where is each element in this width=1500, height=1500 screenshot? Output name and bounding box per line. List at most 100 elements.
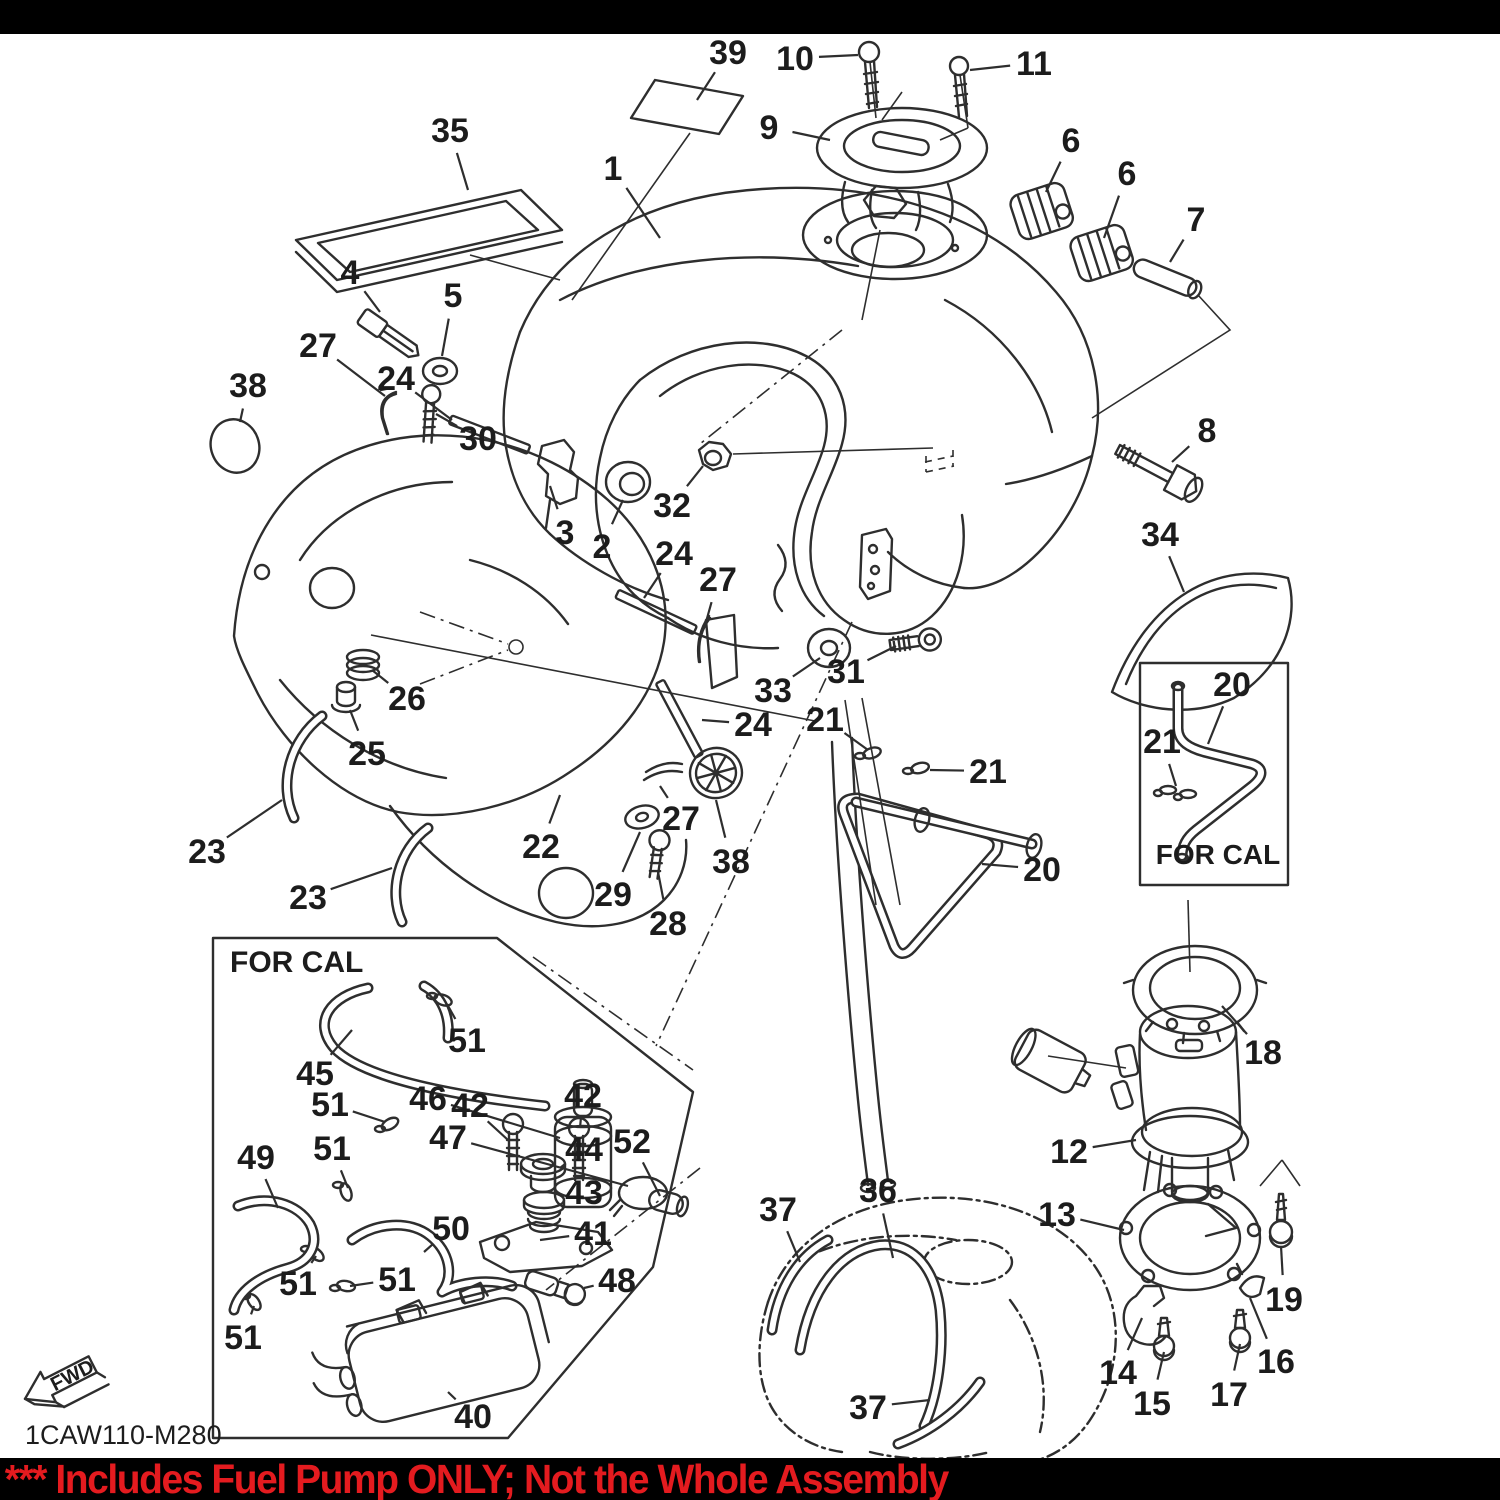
leader-line-16 [1248, 1297, 1268, 1340]
leader-line-37 [786, 1230, 802, 1263]
leader-line-24 [414, 391, 453, 421]
leader-line-27 [336, 358, 386, 397]
callout-50: 50 [432, 1210, 470, 1248]
callout-3: 3 [556, 514, 575, 552]
leader-line-51 [310, 1255, 317, 1264]
banner-text: *** Includes Fuel Pump ONLY; Not the Who… [4, 1458, 949, 1500]
leader-line-1 [625, 187, 661, 239]
callout-52: 52 [613, 1123, 651, 1161]
washer-29 [624, 804, 660, 830]
leader-line-23 [226, 799, 283, 839]
clip-21a [853, 746, 882, 761]
leader-line-45 [329, 1029, 353, 1056]
callout-41: 41 [574, 1215, 612, 1253]
leader-line-51 [446, 1003, 457, 1020]
leader-line-3 [548, 485, 559, 510]
leader-line-7 [1169, 238, 1185, 263]
tank-stay [830, 697, 1043, 1194]
pin-52 [648, 1188, 690, 1218]
callout-42: 42 [564, 1077, 602, 1115]
caution-sticker [629, 78, 745, 136]
callout-47: 47 [429, 1119, 467, 1157]
screw-30 [421, 383, 442, 444]
callout-27: 27 [662, 800, 700, 838]
leader-line-12 [1092, 1138, 1137, 1149]
washer-33 [806, 627, 852, 669]
leader-line-2 [610, 499, 625, 525]
callout-27: 27 [699, 561, 737, 599]
leader-line-11 [969, 64, 1011, 72]
leader-line-15 [1156, 1351, 1166, 1380]
collar-pin-7 [1132, 258, 1203, 300]
leader-line-5 [440, 318, 450, 357]
leader-line-8 [1171, 445, 1191, 463]
leader-line-30 [435, 413, 458, 428]
leader-line-49 [264, 1178, 280, 1209]
screw-31 [888, 627, 943, 653]
callout-38: 38 [229, 367, 267, 405]
leader-line-26 [371, 669, 389, 684]
leader-line-38 [714, 799, 727, 838]
leader-line-47 [470, 1142, 629, 1188]
hook-clip-27a [379, 386, 398, 436]
leader-line-13 [1080, 1218, 1125, 1232]
callout-26: 26 [388, 680, 426, 718]
callout-21: 21 [806, 701, 844, 739]
leader-line-38 [238, 408, 245, 423]
callout-42: 42 [451, 1087, 489, 1125]
pump-canister [1010, 1027, 1092, 1094]
leader-line-41 [539, 1235, 570, 1242]
callout-19: 19 [1265, 1281, 1303, 1319]
callout-28: 28 [649, 905, 687, 943]
callout-37: 37 [849, 1389, 887, 1427]
nut-32 [697, 440, 934, 472]
cap-screw-11 [948, 55, 970, 119]
leader-line-10 [818, 53, 859, 58]
clip-51c [331, 1180, 353, 1202]
callout-22: 22 [522, 828, 560, 866]
leader-line-36 [882, 1213, 895, 1259]
callout-12: 12 [1050, 1133, 1088, 1171]
grommet-43 [522, 1190, 566, 1234]
callout-24: 24 [734, 706, 772, 744]
callout-33: 33 [754, 672, 792, 710]
callout-18: 18 [1244, 1034, 1282, 1072]
spoked-grommet-38b [688, 746, 744, 800]
callout-11: 11 [1016, 45, 1052, 83]
callout-43: 43 [565, 1174, 603, 1212]
fuel-tank [502, 186, 1100, 690]
callout-29: 29 [594, 876, 632, 914]
callout-51: 51 [279, 1265, 317, 1303]
leader-line-20 [981, 862, 1019, 869]
callout-51: 51 [313, 1130, 351, 1168]
callout-24: 24 [377, 360, 415, 398]
callout-44: 44 [565, 1131, 603, 1169]
callout-14: 14 [1099, 1354, 1137, 1392]
callout-37: 37 [759, 1191, 797, 1229]
leader-line-27 [704, 601, 713, 623]
callout-2: 2 [593, 528, 612, 566]
rubber-damper-1 [1009, 181, 1075, 241]
leader-line-22 [548, 794, 562, 824]
grommet-2 [604, 460, 652, 504]
leader-line-42 [578, 1118, 582, 1129]
leader-line-51 [339, 1169, 350, 1189]
ghost-tank [758, 1196, 1117, 1466]
callout-4: 4 [341, 254, 360, 292]
leader-line-21 [843, 732, 869, 751]
rubber-damper-2 [1069, 223, 1135, 283]
callout-25: 25 [348, 735, 386, 773]
callout-7: 7 [1187, 201, 1206, 239]
clip-21b [901, 761, 931, 776]
callout-40: 40 [454, 1398, 492, 1436]
callout-51: 51 [378, 1261, 416, 1299]
leader-line-24 [643, 572, 662, 599]
leader-line-14 [1126, 1317, 1144, 1351]
leader-line-28 [656, 871, 665, 900]
washer-5 [421, 356, 459, 386]
callout-1: 1 [604, 150, 623, 188]
leader-line-21 [929, 768, 965, 772]
leader-line-17 [1233, 1343, 1242, 1371]
callout-35: 35 [431, 112, 469, 150]
bracket-41 [478, 1220, 614, 1274]
